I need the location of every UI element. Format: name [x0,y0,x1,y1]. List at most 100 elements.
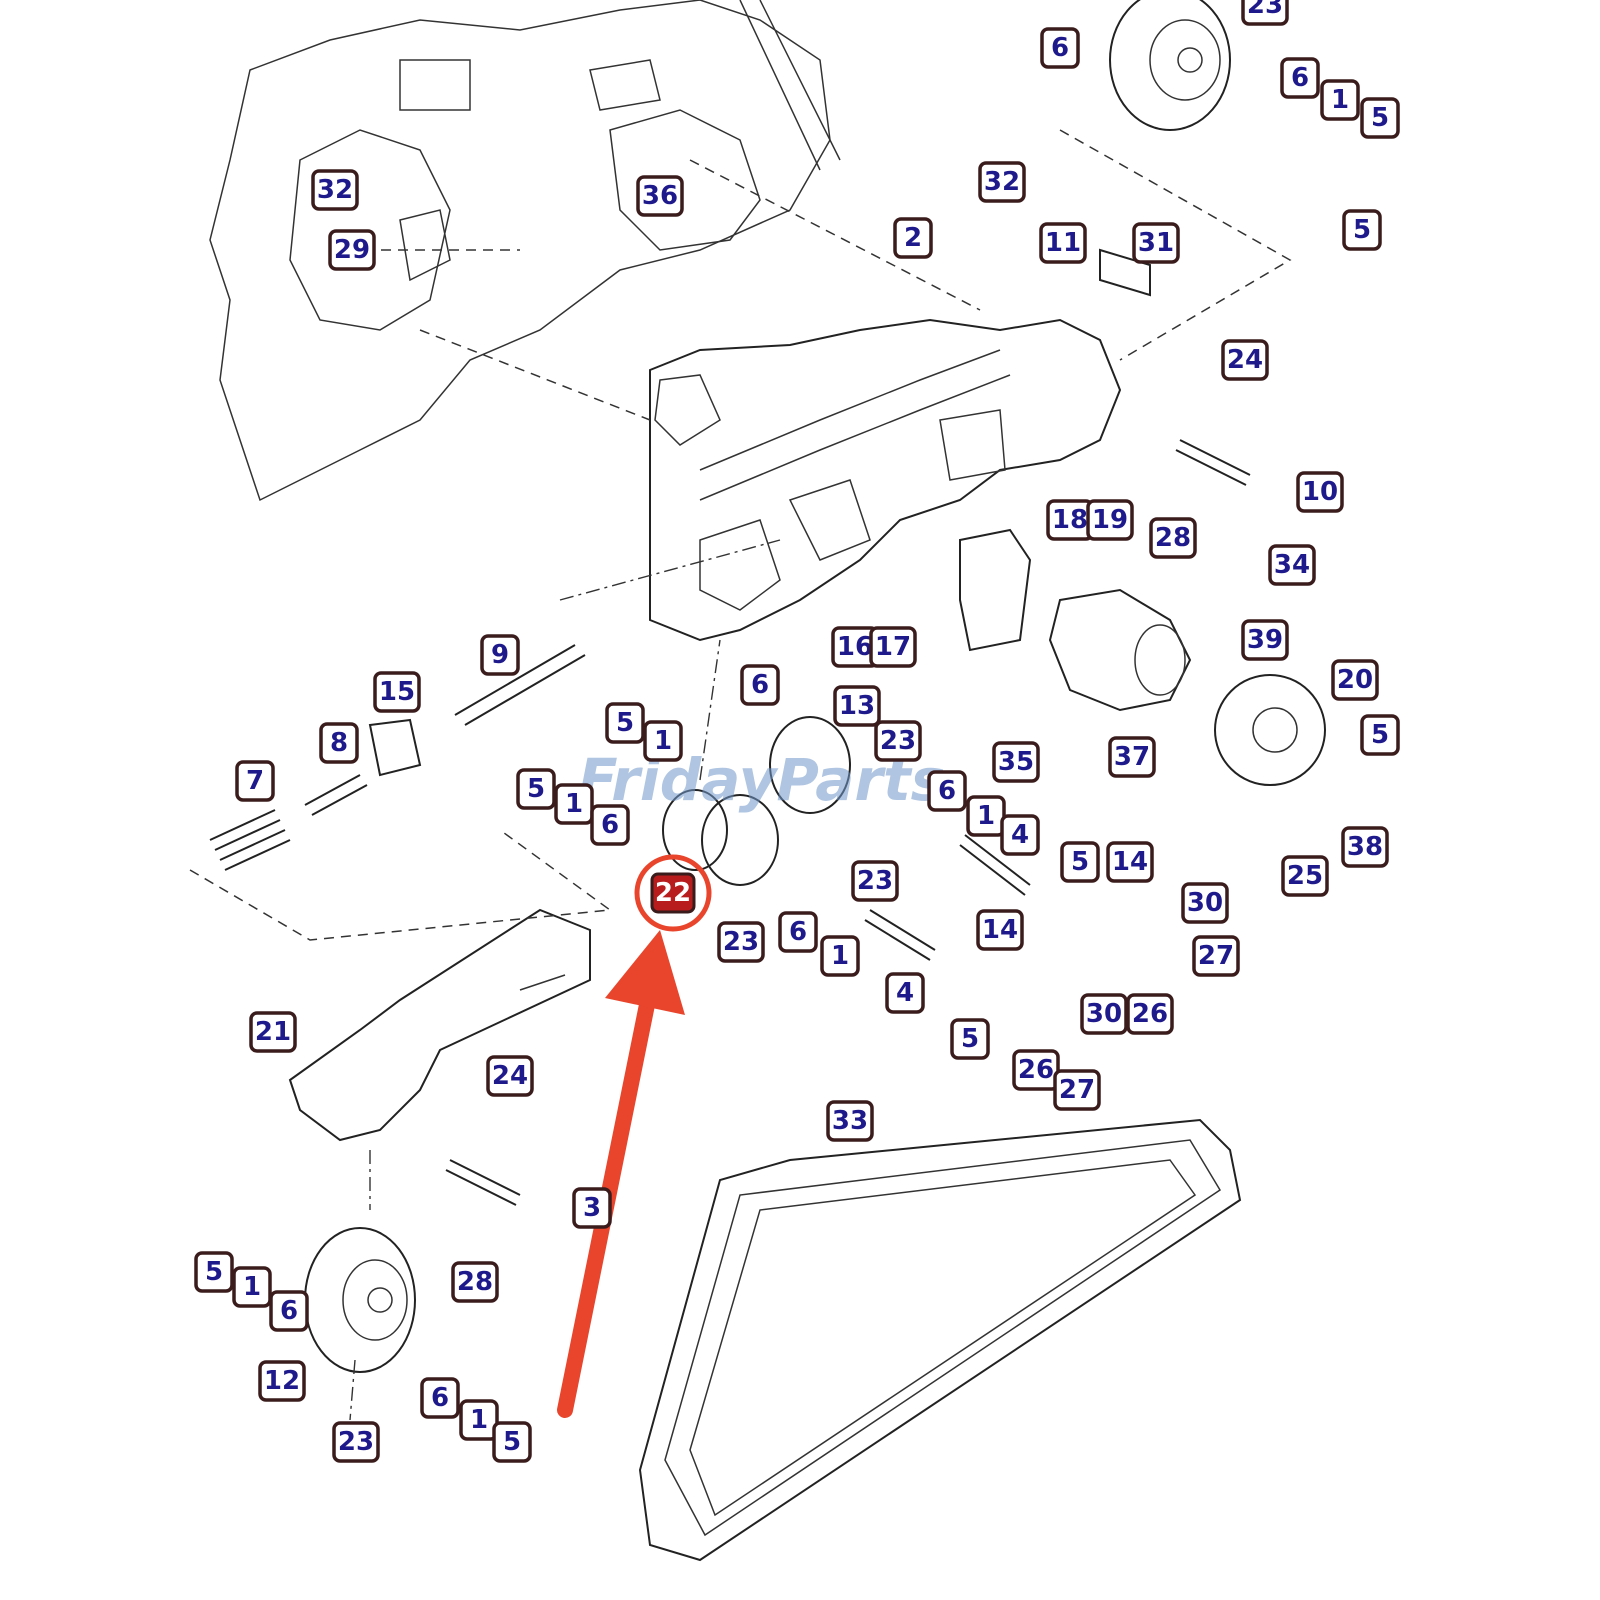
callout-label: 16 [837,632,873,662]
callout-7[interactable]: 7 [235,760,275,802]
callout-23[interactable]: 23 [1241,0,1289,26]
callout-box [1221,339,1269,381]
callout-5[interactable]: 5 [1342,209,1382,251]
rubber-track [638,1118,1242,1562]
callout-6[interactable]: 6 [420,1377,460,1419]
callout-5[interactable]: 5 [492,1421,532,1463]
callout-2[interactable]: 2 [893,217,933,259]
callout-label: 34 [1274,550,1310,580]
callout-30[interactable]: 30 [1080,993,1128,1035]
callout-label: 33 [832,1106,868,1136]
callout-10[interactable]: 10 [1296,471,1344,513]
callout-1[interactable]: 1 [643,720,683,762]
callout-label: 1 [243,1272,261,1302]
callout-1[interactable]: 1 [1320,79,1360,121]
callout-14[interactable]: 14 [1106,841,1154,883]
callout-box [740,664,780,706]
idler-wheel-lower [304,1227,416,1373]
callout-3[interactable]: 3 [572,1187,612,1229]
callout-6[interactable]: 6 [927,770,967,812]
callout-11[interactable]: 11 [1039,222,1087,264]
callout-27[interactable]: 27 [1192,935,1240,977]
callout-box [1241,619,1289,661]
callout-label: 23 [857,866,893,896]
callout-19[interactable]: 19 [1086,499,1134,541]
callout-15[interactable]: 15 [373,671,421,713]
callout-18[interactable]: 18 [1046,499,1094,541]
callout-29[interactable]: 29 [328,229,376,271]
callout-5[interactable]: 5 [516,768,556,810]
callout-14[interactable]: 14 [976,909,1024,951]
callout-6[interactable]: 6 [778,911,818,953]
callout-1[interactable]: 1 [554,783,594,825]
callout-8[interactable]: 8 [319,722,359,764]
callout-25[interactable]: 25 [1281,855,1329,897]
callout-23[interactable]: 23 [717,921,765,963]
callout-1[interactable]: 1 [232,1266,272,1308]
callout-label: 5 [503,1427,521,1457]
callout-23[interactable]: 23 [332,1421,380,1463]
callout-6[interactable]: 6 [1280,57,1320,99]
callout-30[interactable]: 30 [1181,882,1229,924]
callout-38[interactable]: 38 [1341,826,1389,868]
callout-label: 36 [642,181,678,211]
callout-5[interactable]: 5 [1360,97,1400,139]
road-wheels [662,716,851,886]
callout-20[interactable]: 20 [1331,659,1379,701]
bracket-plate [368,248,1151,777]
callout-34[interactable]: 34 [1268,544,1316,586]
callout-26[interactable]: 26 [1012,1049,1060,1091]
callout-label: 32 [984,167,1020,197]
highlighted-callout-22[interactable]: 22 [634,854,712,932]
callout-6[interactable]: 6 [269,1290,309,1332]
callout-box [1060,841,1100,883]
chassis-frame [209,0,841,502]
callout-13[interactable]: 13 [833,685,881,727]
callout-24[interactable]: 24 [1221,339,1269,381]
callout-32[interactable]: 32 [311,169,359,211]
callout-5[interactable]: 5 [950,1018,990,1060]
callout-box [1341,826,1389,868]
callout-label: 2 [904,223,922,253]
callout-6[interactable]: 6 [1040,27,1080,69]
callout-box [1320,79,1360,121]
callout-26[interactable]: 26 [1126,993,1174,1035]
callout-37[interactable]: 37 [1108,736,1156,778]
callout-5[interactable]: 5 [1060,841,1100,883]
callout-label: 4 [896,978,914,1008]
callout-28[interactable]: 28 [1149,517,1197,559]
callout-1[interactable]: 1 [966,795,1006,837]
callout-23[interactable]: 23 [874,720,922,762]
callout-5[interactable]: 5 [194,1251,234,1293]
callout-39[interactable]: 39 [1241,619,1289,661]
callout-4[interactable]: 4 [885,972,925,1014]
shafts-and-pins [304,439,1251,1206]
callout-32[interactable]: 32 [978,161,1026,203]
callout-6[interactable]: 6 [740,664,780,706]
callout-35[interactable]: 35 [992,741,1040,783]
callout-33[interactable]: 33 [826,1100,874,1142]
callout-label: 29 [334,235,370,265]
callout-label: 27 [1059,1075,1095,1105]
callout-23[interactable]: 23 [851,860,899,902]
callout-1[interactable]: 1 [459,1399,499,1441]
callout-box [480,634,520,676]
callout-21[interactable]: 21 [249,1011,297,1053]
callout-27[interactable]: 27 [1053,1069,1101,1111]
callout-28[interactable]: 28 [451,1261,499,1303]
callout-31[interactable]: 31 [1132,222,1180,264]
callout-24[interactable]: 24 [486,1055,534,1097]
callout-5[interactable]: 5 [605,702,645,744]
callout-17[interactable]: 17 [869,626,917,668]
callout-12[interactable]: 12 [258,1360,306,1402]
callout-36[interactable]: 36 [636,175,684,217]
callout-box [1126,993,1174,1035]
callout-box [332,1421,380,1463]
callout-box [1281,855,1329,897]
callout-label: 30 [1187,888,1223,918]
callout-1[interactable]: 1 [820,935,860,977]
callout-4[interactable]: 4 [1000,814,1040,856]
callout-6[interactable]: 6 [590,804,630,846]
callout-9[interactable]: 9 [480,634,520,676]
callout-5[interactable]: 5 [1360,714,1400,756]
